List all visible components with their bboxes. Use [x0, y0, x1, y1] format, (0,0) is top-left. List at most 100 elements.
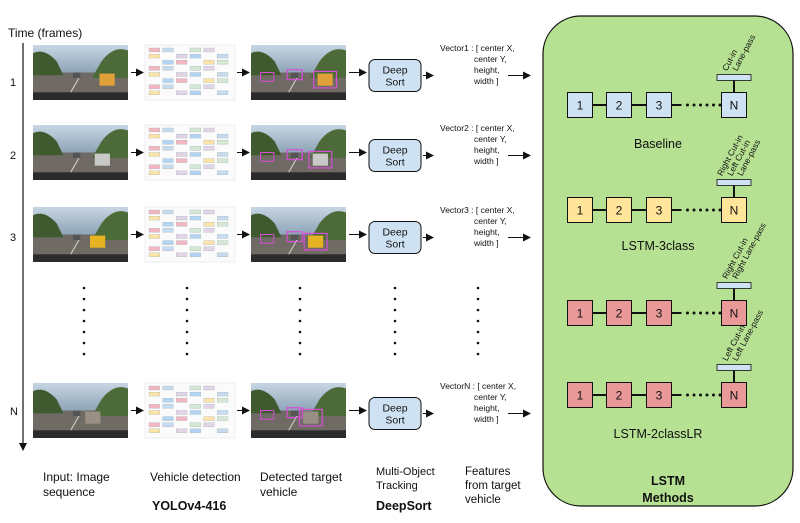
ellipsis-dot [185, 308, 189, 312]
lstm-node [606, 92, 632, 118]
time-label-n: N [10, 406, 18, 418]
ellipsis-dot [298, 319, 302, 323]
caption-input-1: Input: Image [43, 470, 110, 484]
lstm-ellipsis-dot [699, 393, 702, 397]
lstm-ellipsis-dot [686, 208, 689, 212]
caption-features-1: Features [465, 466, 511, 478]
lstm-node [646, 92, 672, 118]
vector-label: VectorN : [ center X, [440, 381, 516, 391]
yolo-network-diagram [144, 382, 236, 439]
lstm-node-label: 2 [616, 99, 623, 113]
ellipsis-dot [298, 297, 302, 301]
deepsort-label: Sort [385, 239, 404, 251]
ellipsis-dot [298, 308, 302, 312]
lstm-node-label: 3 [656, 204, 663, 218]
lstm-ellipsis-dot [699, 103, 702, 107]
lstm-node-label: N [730, 204, 739, 218]
vector-component: height, [474, 227, 500, 237]
ellipsis-dot [82, 286, 86, 290]
lstm-node [646, 300, 672, 326]
deepsort-box [368, 59, 422, 92]
lstm-node-label: N [730, 99, 739, 113]
caption-tracking-bold: DeepSort [376, 499, 432, 513]
ellipsis-dot [185, 286, 189, 290]
lstm-ellipsis-dot [705, 103, 709, 107]
lstm-ellipsis-dot [699, 208, 702, 212]
ellipsis-dot [82, 330, 86, 334]
time-label-1: 1 [10, 77, 16, 89]
vector-component: center Y, [474, 54, 507, 64]
vector-component: width ] [473, 238, 499, 248]
vector-component: center Y, [474, 134, 507, 144]
lstm-output-layer [716, 364, 752, 371]
ellipsis-dot [393, 352, 397, 356]
lstm-ellipsis-dot [712, 208, 715, 212]
ellipsis-dot [476, 286, 480, 290]
lstm-node [567, 92, 593, 118]
lstm-node-label: 1 [577, 204, 584, 218]
caption-detection: Vehicle detection [150, 470, 241, 484]
lstm-node-label: N [730, 307, 739, 321]
ellipsis-dot [82, 297, 86, 301]
ellipsis-dot [298, 330, 302, 334]
vector-component: width ] [473, 414, 499, 424]
lstm-ellipsis-dot [705, 208, 709, 212]
lstm-node [721, 197, 747, 223]
lstm-node-label: 2 [616, 204, 623, 218]
ellipsis-dot [476, 297, 480, 301]
lstm-node-label: 2 [616, 389, 623, 403]
time-label-2: 2 [10, 150, 16, 162]
vector-component: center Y, [474, 392, 507, 402]
lstm-ellipsis-dot [705, 393, 709, 397]
deepsort-box [368, 139, 422, 172]
ellipsis-dot [393, 286, 397, 290]
lstm-node [646, 382, 672, 408]
ellipsis-dot [82, 352, 86, 356]
ellipsis-dot [82, 319, 86, 323]
vector-component: height, [474, 403, 500, 413]
ellipsis-dot [82, 308, 86, 312]
lstm-node-label: 3 [656, 389, 663, 403]
ellipsis-dot [185, 319, 189, 323]
input-frame-image [33, 383, 128, 439]
ellipsis-dot [476, 352, 480, 356]
lstm-node-label: 3 [656, 99, 663, 113]
lstm-node-label: N [730, 389, 739, 403]
deepsort-box [368, 397, 422, 430]
input-frame-image [33, 207, 128, 263]
lstm-output-layer [716, 179, 752, 186]
lstm-model-name: LSTM-2classLR [614, 427, 703, 441]
lstm-node [567, 382, 593, 408]
deepsort-box [368, 221, 422, 254]
caption-tracking-1: Multi-Object [376, 466, 435, 478]
vector-label: Vector2 : [ center X, [440, 123, 515, 133]
caption-detected-2: vehicle [260, 485, 298, 499]
lstm-node [646, 197, 672, 223]
lstm-ellipsis-dot [718, 393, 722, 397]
vector-component: width ] [473, 76, 499, 86]
detected-frame-image [251, 383, 346, 439]
lstm-node [606, 197, 632, 223]
detected-frame-image [251, 125, 346, 181]
continuation-dots [82, 286, 480, 356]
lstm-output-layer [716, 282, 752, 289]
lstm-ellipsis-dot [712, 103, 715, 107]
ellipsis-dot [393, 297, 397, 301]
time-axis-title: Time (frames) [8, 26, 82, 40]
input-frame-image [33, 125, 128, 181]
lstm-node-label: 3 [656, 307, 663, 321]
lstm-ellipsis-dot [686, 393, 689, 397]
lstm-model-name: Baseline [634, 137, 682, 151]
deepsort-label: Deep [382, 65, 407, 77]
vector-component: center Y, [474, 216, 507, 226]
caption-input-2: sequence [43, 485, 95, 499]
vector-label: Vector1 : [ center X, [440, 43, 515, 53]
lstm-ellipsis-dot [692, 103, 696, 107]
deepsort-label: Deep [382, 403, 407, 415]
lstm-ellipsis-dot [718, 311, 722, 315]
lstm-ellipsis-dot [712, 311, 715, 315]
caption-detected-1: Detected target [260, 470, 343, 484]
